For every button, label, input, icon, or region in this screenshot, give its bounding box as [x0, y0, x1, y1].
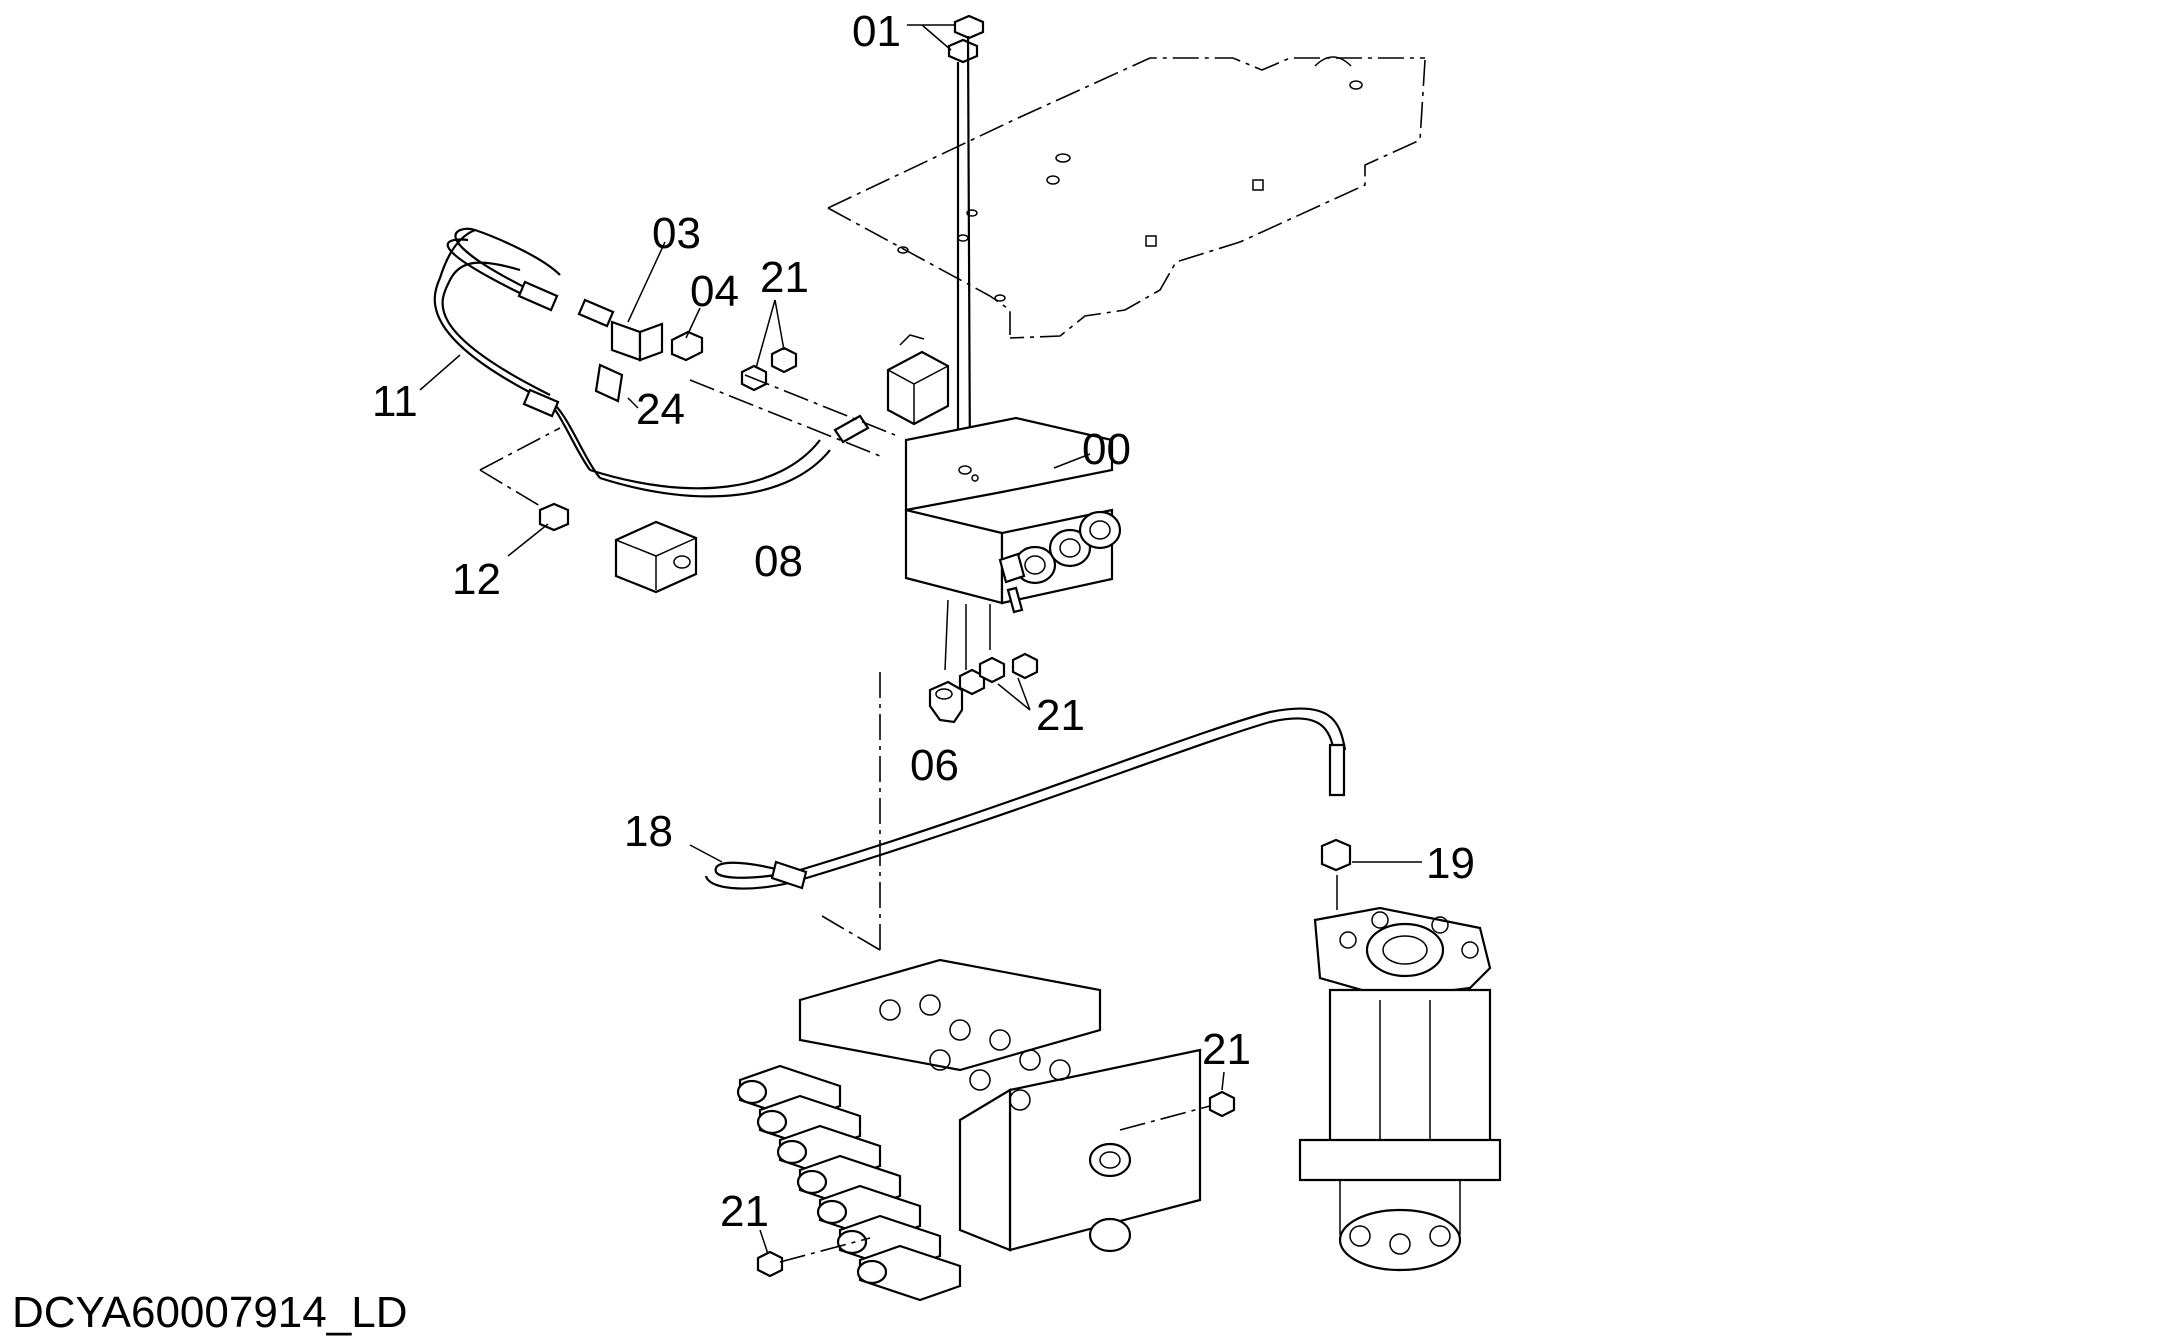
callout-12: 12	[452, 555, 501, 604]
callout-21-left: 21	[720, 1187, 769, 1236]
nut-21-left	[756, 1229, 871, 1278]
callout-08: 08	[754, 537, 803, 586]
callout-04: 04	[690, 267, 739, 316]
callout-18: 18	[624, 807, 673, 856]
nut-21-right	[1119, 1071, 1236, 1131]
callout-01: 01	[852, 7, 901, 56]
callout-21-middle: 21	[1036, 691, 1085, 740]
fitting-12-and-valve	[507, 502, 698, 594]
callout-21-right: 21	[1202, 1025, 1251, 1074]
fitting-19	[1320, 838, 1422, 910]
floor-plate	[827, 56, 1426, 339]
callout-00: 00	[1082, 425, 1131, 474]
callout-06: 06	[910, 741, 959, 790]
bolts-01	[907, 14, 985, 471]
tee-fittings	[594, 241, 704, 409]
bracket-valve	[886, 334, 950, 426]
control-valve	[736, 958, 1202, 1302]
drawing-code: DCYA60007914_LD	[12, 1288, 408, 1337]
callout-19: 19	[1426, 839, 1475, 888]
elbow-06	[928, 680, 964, 724]
callout-labels: 01 03 04 21 11 24 00 12 08 21 06 18 19 2…	[372, 7, 1475, 1236]
callout-24: 24	[636, 385, 685, 434]
guide-lines	[479, 374, 896, 951]
callout-21-upper: 21	[760, 253, 809, 302]
callout-03: 03	[652, 209, 701, 258]
valve-block-00	[904, 416, 1122, 671]
hose-18	[689, 707, 1347, 890]
nuts-21-middle	[958, 652, 1039, 711]
callout-11: 11	[372, 377, 418, 426]
hose-11	[419, 227, 870, 498]
swivel-joint	[1298, 906, 1502, 1272]
